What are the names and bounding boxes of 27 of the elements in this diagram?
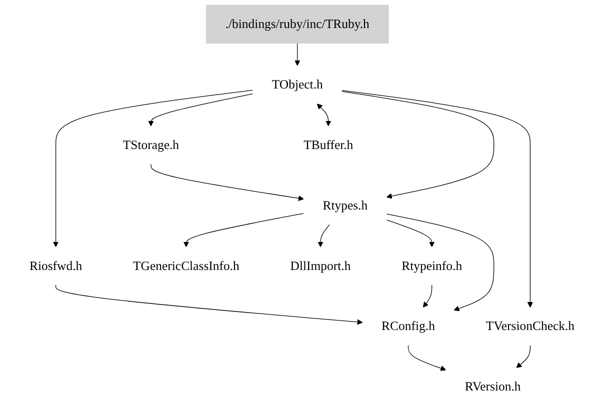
arrow bbox=[386, 214, 494, 312]
arrow bbox=[408, 345, 446, 371]
arrow bbox=[148, 94, 254, 126]
node-text: TGenericClassInfo.h bbox=[133, 258, 240, 273]
node-text: TObject.h bbox=[272, 78, 323, 92]
arrow bbox=[294, 42, 300, 66]
arrow bbox=[422, 284, 432, 308]
arrow bbox=[316, 104, 332, 126]
node-text: TVersionCheck.h bbox=[486, 319, 575, 334]
arrow bbox=[342, 91, 494, 199]
node-text: TStorage.h bbox=[122, 138, 180, 152]
arrow bbox=[386, 220, 435, 248]
node-text: RVersion.h bbox=[464, 380, 521, 394]
arrow bbox=[183, 213, 304, 248]
node-text: TBuffer.h bbox=[304, 138, 354, 152]
node-box: ./bindings/ruby/inc/TRuby.h bbox=[206, 4, 389, 44]
node-text: RConfig.h bbox=[382, 319, 435, 334]
node-text: Rtypes.h bbox=[322, 198, 368, 212]
arrow bbox=[150, 164, 304, 202]
arrow bbox=[516, 345, 531, 368]
arrow bbox=[55, 284, 363, 325]
node-text: Rtypeinfo.h bbox=[402, 258, 462, 273]
node-text: DllImport.h bbox=[290, 258, 351, 273]
arrow bbox=[53, 90, 254, 248]
node-text: Riosfwd.h bbox=[29, 258, 82, 273]
arrow bbox=[342, 90, 533, 308]
arrow bbox=[318, 224, 330, 248]
